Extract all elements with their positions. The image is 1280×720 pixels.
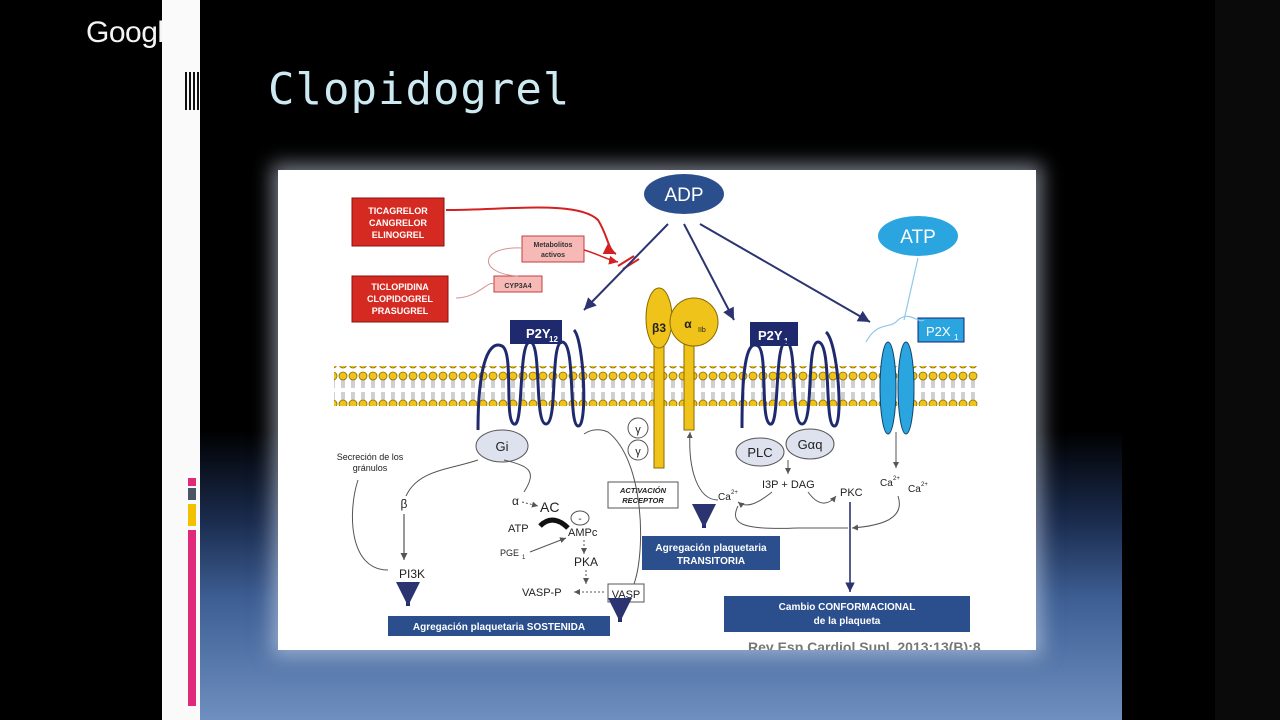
sidebar-strip-yellow <box>188 504 196 526</box>
agregacion-sostenida-box <box>388 616 610 636</box>
vasp-label: VASP <box>612 589 641 601</box>
agregacion-transitoria-a: Agregación plaquetaria <box>655 543 767 554</box>
drug-1c: ELINOGREL <box>372 230 425 240</box>
slide-title: Clopidogrel <box>268 64 571 115</box>
p2x1-pore-b <box>897 341 915 435</box>
atp-node <box>878 216 958 256</box>
gamma-1 <box>627 417 649 439</box>
ca-2-label: Ca <box>880 478 893 489</box>
ca-3-sup: 2+ <box>921 482 928 488</box>
p2y12-box <box>510 320 562 344</box>
inhibit-node <box>570 510 590 526</box>
p2y1-helices <box>740 330 841 429</box>
inhibit-label: - <box>578 514 581 525</box>
gi-label: Gi <box>496 439 509 454</box>
beta-label: β <box>401 497 408 511</box>
activacion-a: ACTIVACIÓN <box>619 486 667 495</box>
pge-sub: 1 <box>522 555 526 561</box>
gamma-2-label: γ <box>635 446 641 458</box>
adp-node <box>644 174 724 214</box>
alpha-head <box>669 297 719 347</box>
gaq-node <box>785 428 835 460</box>
drug-2b: CLOPIDOGREL <box>367 294 434 304</box>
secrecion-b: gránulos <box>353 463 388 473</box>
cambio-conformacional-box <box>724 596 970 632</box>
alpha-stem <box>683 339 695 431</box>
sidebar-strip-pink-long <box>188 530 196 706</box>
i3p-dag-label: I3P + DAG <box>762 479 815 491</box>
ca-1-sup: 2+ <box>731 490 738 496</box>
drug-1b: CANGRELOR <box>369 218 427 228</box>
drug-box-direct <box>351 197 445 247</box>
platelet-pathway-diagram: ADP ATP TICAGRELOR CANGRELOR ELINOGREL T… <box>334 174 981 650</box>
drug-2c: PRASUGREL <box>372 306 429 316</box>
ca-2-sup: 2+ <box>893 476 900 482</box>
beta3-head <box>645 287 673 349</box>
gi-node <box>475 429 529 463</box>
p2x1-box <box>917 317 965 343</box>
diagram-frame: ADP ATP TICAGRELOR CANGRELOR ELINOGREL T… <box>278 170 1036 650</box>
atp-small-label: ATP <box>508 523 529 535</box>
cambio-b: de la plaqueta <box>814 616 881 627</box>
ac-label: AC <box>540 499 559 515</box>
ca-3-label: Ca <box>908 484 921 495</box>
p2x1-label: P2X <box>926 324 951 339</box>
gamma-2 <box>627 439 649 461</box>
p2y1-label: P2Y <box>758 328 783 343</box>
alpha-sub: IIb <box>698 327 706 334</box>
beta3-label: β3 <box>652 321 666 335</box>
drug-2a: TICLOPIDINA <box>371 282 429 292</box>
ampc-label: AMPc <box>568 527 598 539</box>
agregacion-transitoria-b: TRANSITORIA <box>677 556 745 567</box>
p2x1-sub: 1 <box>954 333 959 342</box>
secrecion-a: Secreción de los <box>337 452 404 462</box>
activacion-b: RECEPTOR <box>622 496 664 505</box>
metabolitos-box <box>521 235 585 263</box>
p2y12-helices <box>476 328 586 431</box>
beta3-stem <box>653 327 665 469</box>
pi3k-label: PI3K <box>399 567 425 581</box>
gamma-1-label: γ <box>635 424 641 436</box>
sidebar-strip-gray <box>188 488 196 500</box>
pge-label: PGE <box>500 548 519 558</box>
plc-label: PLC <box>747 445 772 460</box>
p2y1-box <box>750 322 798 346</box>
drug-1a: TICAGRELOR <box>368 206 428 216</box>
alpha-small-label: α <box>512 494 519 508</box>
cambio-a: Cambio CONFORMACIONAL <box>779 602 916 613</box>
activacion-box <box>607 481 679 509</box>
gaq-label: Gαq <box>798 437 823 452</box>
left-letterbox <box>0 0 162 720</box>
slide: Clopidogrel <box>200 0 1122 720</box>
citation: Rev Esp Cardiol Supl. 2013;13(B):8 <box>748 639 981 650</box>
p2y12-sub: 12 <box>549 335 558 344</box>
atp-label: ATP <box>900 227 936 248</box>
adp-label: ADP <box>664 185 703 206</box>
metabolitos-b: activos <box>541 252 565 259</box>
p2y12-label: P2Y <box>526 326 551 341</box>
agregacion-transitoria-box <box>642 536 780 570</box>
metabolitos-a: Metabolitos <box>534 242 573 249</box>
pka-label: PKA <box>574 555 598 569</box>
vasp-p-label: VASP-P <box>522 587 562 599</box>
p2x1-pore-a <box>879 341 897 435</box>
pkc-label: PKC <box>840 487 863 499</box>
sidebar-marker <box>185 72 199 110</box>
alpha-label: α <box>684 317 692 331</box>
agregacion-sostenida-label: Agregación plaquetaria SOSTENIDA <box>413 622 585 633</box>
drug-box-prodrugs <box>351 275 449 323</box>
ca-1-label: Ca <box>718 492 731 503</box>
right-edge-panel <box>1215 0 1280 720</box>
cyp-label: CYP3A4 <box>504 283 531 290</box>
plc-node <box>735 437 785 467</box>
sidebar-strip-pink <box>188 478 196 486</box>
